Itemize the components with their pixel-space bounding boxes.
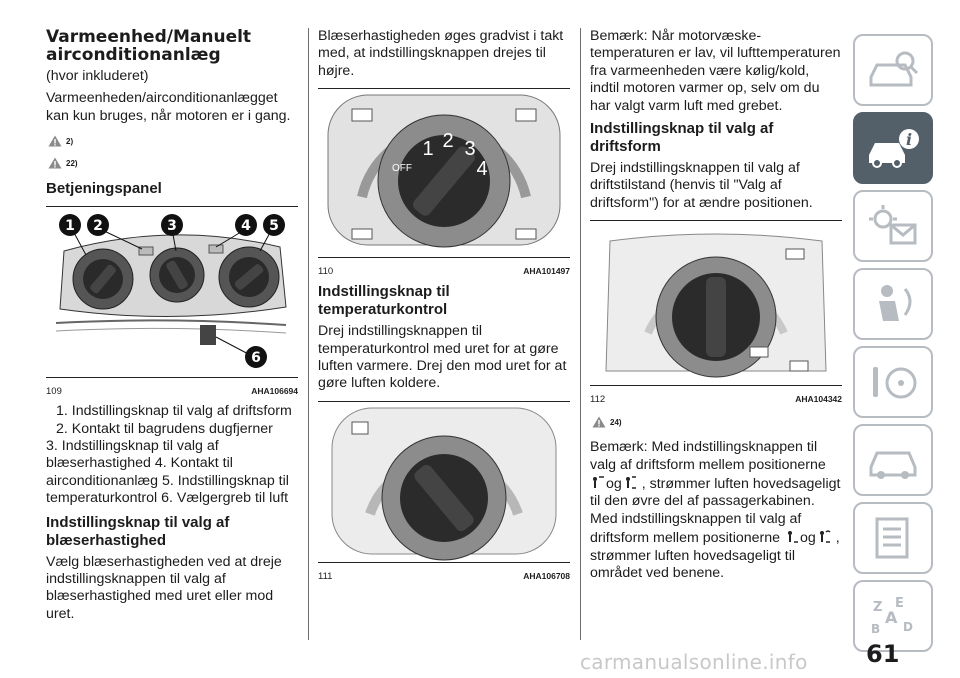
callout-4: 4: [241, 218, 251, 234]
car-info-icon: i: [869, 129, 919, 168]
tab-steering-tools[interactable]: [853, 346, 933, 418]
temperature-text: Drej indstillingsknappen til temperaturk…: [318, 323, 567, 392]
airbag-person-icon: [879, 285, 912, 321]
column-1: Varmeenhed/Manuelt airconditionanlæg (hv…: [46, 28, 298, 628]
warning-lights-icon: [869, 205, 917, 245]
column-2: Blæserhastigheden øges gradvist i takt m…: [318, 28, 570, 588]
section-title: Varmeenhed/Manuelt airconditionanlæg: [46, 27, 252, 65]
airflow-face-icon: [593, 476, 604, 489]
tab-spec-sheet[interactable]: [853, 502, 933, 574]
legend-item: 2. Kontakt til bagrudens dugfjerner: [56, 420, 273, 437]
figure-109: 1 2 3 4 5 6: [46, 206, 298, 379]
svg-text:D: D: [903, 620, 913, 634]
car-search-icon: [869, 51, 919, 87]
column-3: Bemærk: Når motorvæske-temperaturen er l…: [590, 28, 842, 588]
callout-3: 3: [167, 218, 177, 234]
airflow-face-feet-icon: [625, 476, 636, 489]
temperature-heading: Indstillingsknap til temperaturkontrol: [318, 283, 450, 319]
callout-1: 1: [65, 218, 75, 234]
tab-car-info[interactable]: i: [853, 112, 933, 184]
dial-label-2: 2: [442, 130, 453, 152]
mode-text: Drej indstillingsknappen til valg af dri…: [590, 160, 813, 211]
warning-ref[interactable]: 2): [46, 130, 298, 152]
figure-caption: 109 AHA106694: [46, 386, 298, 398]
car-service-icon: [869, 451, 917, 479]
dial-label-off: OFF: [392, 163, 412, 174]
fan-speed-heading: Indstillingsknap til valg af blæserhasti…: [46, 513, 230, 549]
svg-text:Z: Z: [873, 600, 882, 615]
callout-2: 2: [93, 218, 103, 234]
legend-item: 1. Indstillingsknap til valg af driftsfo…: [56, 403, 292, 420]
fan-speed-intro: Blæserhastigheden øges gradvist i takt m…: [318, 28, 564, 79]
figure-111: [318, 400, 570, 563]
steering-tools-icon: [873, 367, 917, 399]
airflow-feet-icon: [787, 531, 798, 544]
tab-car-search[interactable]: [853, 34, 933, 106]
tab-car-service[interactable]: [853, 424, 933, 496]
mode-dial-illustration: [590, 221, 842, 386]
figure-112: [590, 220, 842, 387]
svg-text:E: E: [895, 596, 904, 611]
svg-text:B: B: [871, 622, 880, 636]
figure-caption: 112 AHA104342: [590, 394, 842, 406]
spec-sheet-icon: [875, 517, 909, 559]
figure-caption: 110 AHA101497: [318, 266, 570, 278]
watermark: carmanualsonline.info: [580, 650, 808, 674]
tab-airbag-person[interactable]: [853, 268, 933, 340]
temperature-dial-illustration: [318, 401, 570, 562]
warning-triangle-icon: [592, 416, 606, 428]
warning-triangle-icon: [48, 157, 62, 169]
dial-label-1: 1: [422, 138, 433, 160]
column-divider: [580, 28, 581, 640]
note-2: Bemærk: Med indstillingsknappen til valg…: [590, 439, 841, 582]
warning-ref[interactable]: 24): [590, 411, 842, 433]
figure-legend: 1. Indstillingsknap til valg af driftsfo…: [46, 403, 298, 507]
page-number: 61: [866, 640, 900, 668]
control-panel-illustration: 1 2 3 4 5 6: [46, 207, 298, 378]
note-1: Bemærk: Når motorvæske-temperaturen er l…: [590, 28, 841, 114]
warning-triangle-icon: [48, 135, 62, 147]
section-heading: Betjeningspanel: [46, 180, 162, 198]
dial-label-3: 3: [464, 138, 475, 160]
legend-item: 3. Indstillingsknap til valg af blæserha…: [46, 438, 289, 507]
callout-5: 5: [269, 218, 279, 234]
svg-text:i: i: [906, 130, 912, 149]
figure-110: OFF 1 2 3 4: [318, 88, 570, 259]
figure-caption: 111 AHA106708: [318, 570, 570, 582]
warning-ref[interactable]: 22): [46, 152, 298, 174]
intro-text: Varmeenheden/airconditionanlægget kan ku…: [46, 90, 291, 124]
fan-speed-text: Vælg blæserhastigheden ved at dreje inds…: [46, 553, 282, 622]
svg-text:A: A: [885, 608, 898, 627]
column-divider: [308, 28, 309, 640]
fan-speed-dial-illustration: OFF 1 2 3 4: [318, 89, 570, 258]
subtitle: (hvor inkluderet): [46, 68, 149, 84]
callout-6: 6: [251, 350, 261, 366]
tab-warning-lights[interactable]: [853, 190, 933, 262]
airflow-feet-defrost-icon: [819, 530, 831, 544]
mode-heading: Indstillingsknap til valg af driftsform: [590, 120, 774, 156]
dial-label-4: 4: [476, 158, 487, 180]
